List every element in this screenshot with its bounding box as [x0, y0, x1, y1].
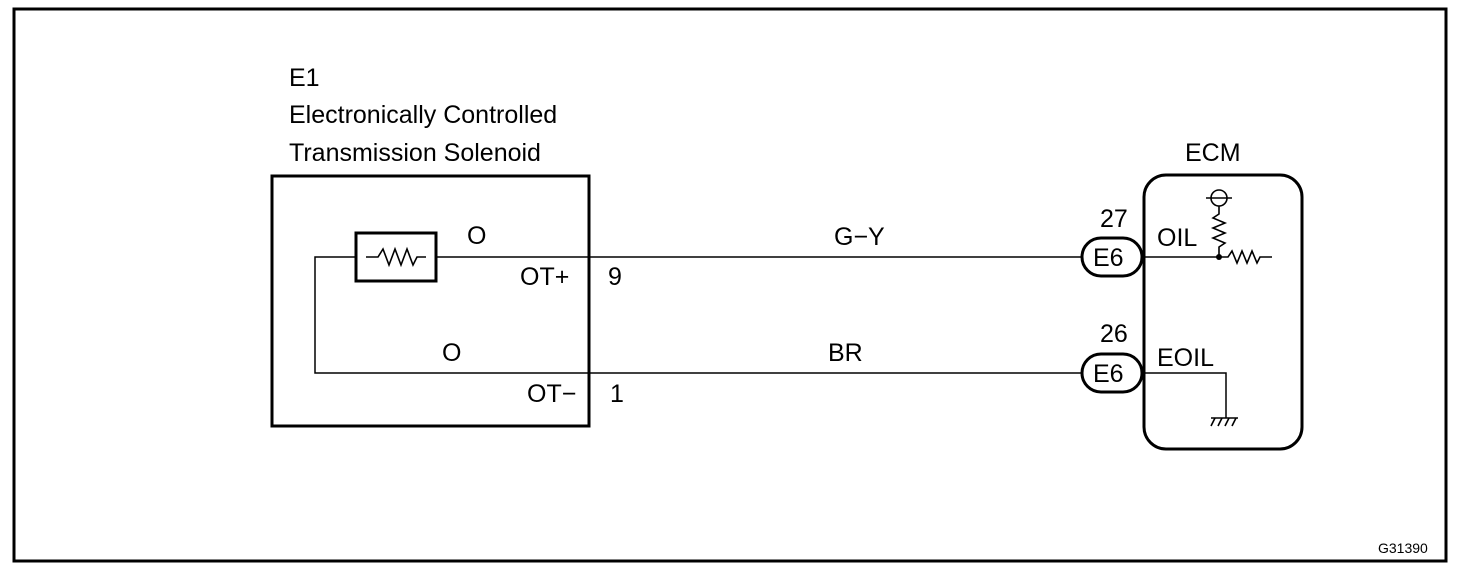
wire-color-gy: G−Y: [834, 223, 885, 251]
diagram-frame: [12, 7, 1448, 563]
connector-e6-bottom-label: E6: [1093, 360, 1124, 388]
ecm-eoil-line: [1142, 372, 1227, 418]
thermistor-icon: [354, 231, 438, 283]
figure-code: G31390: [1378, 540, 1428, 556]
component-name-line1: Electronically Controlled: [289, 101, 557, 129]
pin-1: 1: [610, 380, 624, 408]
wire-color-br: BR: [828, 339, 863, 367]
ecm-terminal-oil: OIL: [1157, 224, 1197, 252]
ecm-pin-27: 27: [1100, 205, 1128, 233]
connector-e6-top: E6: [1080, 236, 1144, 278]
connector-e6-bottom: E6: [1080, 352, 1144, 394]
ecm-terminal-eoil: EOIL: [1157, 344, 1214, 372]
terminal-ot-plus: OT+: [520, 263, 569, 291]
internal-wire-color-top: O: [467, 222, 486, 250]
internal-wire-color-bottom: O: [442, 339, 461, 367]
connector-e6-top-label: E6: [1093, 244, 1124, 272]
ecm-box: [1142, 173, 1304, 451]
component-code: E1: [289, 64, 320, 92]
ecm-label: ECM: [1185, 139, 1241, 167]
ecm-pin-26: 26: [1100, 320, 1128, 348]
pin-9: 9: [608, 263, 622, 291]
terminal-ot-minus: OT−: [527, 380, 576, 408]
solenoid-box: [270, 174, 591, 428]
internal-wire: [314, 256, 589, 374]
component-name-line2: Transmission Solenoid: [289, 139, 541, 167]
ground-icon: [1210, 417, 1238, 427]
series-resistor-icon: [1219, 248, 1272, 266]
